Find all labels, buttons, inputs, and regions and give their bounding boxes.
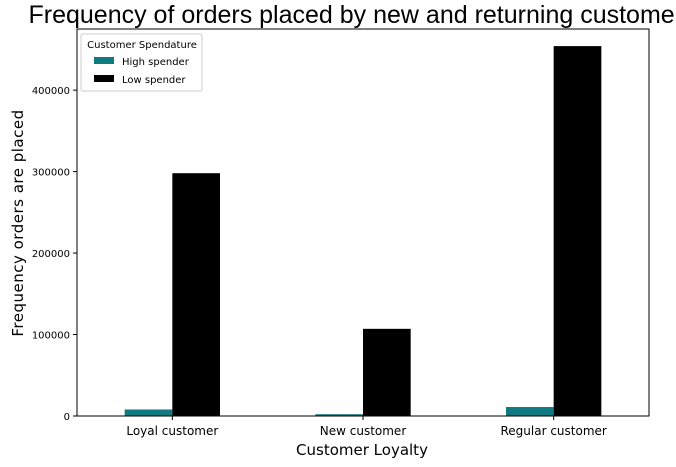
x-axis-ticks: Loyal customer New customer Regular custom…	[126, 416, 607, 438]
bar-high-spender	[315, 414, 363, 416]
bar-low-spender	[172, 173, 220, 416]
legend-swatch-high-spender	[94, 57, 114, 64]
y-tick-label: 300000	[32, 168, 70, 179]
bar-low-spender	[363, 328, 411, 416]
y-axis-ticks: 0 100000 200000 300000 400000	[32, 86, 77, 423]
y-tick-label: 0	[64, 412, 70, 423]
legend-swatch-low-spender	[94, 75, 114, 82]
plot-area-frame	[76, 28, 650, 417]
bar-series	[124, 46, 602, 417]
y-axis-label: Frequency orders are placed	[9, 109, 27, 336]
x-axis-label: Customer Loyalty	[296, 441, 428, 459]
legend: Customer Spendature High spender Low spe…	[80, 33, 203, 92]
legend-label-low-spender: Low spender	[122, 75, 186, 86]
y-tick-label: 100000	[32, 331, 70, 342]
legend-label-high-spender: High spender	[122, 57, 190, 68]
x-tick-label: New customer	[320, 424, 407, 438]
legend-title: Customer Spendature	[87, 40, 197, 51]
chart-title: Frequency of orders placed by new and re…	[28, 1, 676, 29]
bar-low-spender	[553, 46, 602, 417]
bar-high-spender	[506, 407, 554, 416]
y-tick-label: 200000	[32, 249, 70, 260]
y-tick-label: 400000	[32, 86, 70, 97]
x-tick-label: Loyal customer	[126, 424, 218, 438]
bar-high-spender	[124, 409, 173, 416]
x-tick-label: Regular customer	[500, 424, 606, 438]
